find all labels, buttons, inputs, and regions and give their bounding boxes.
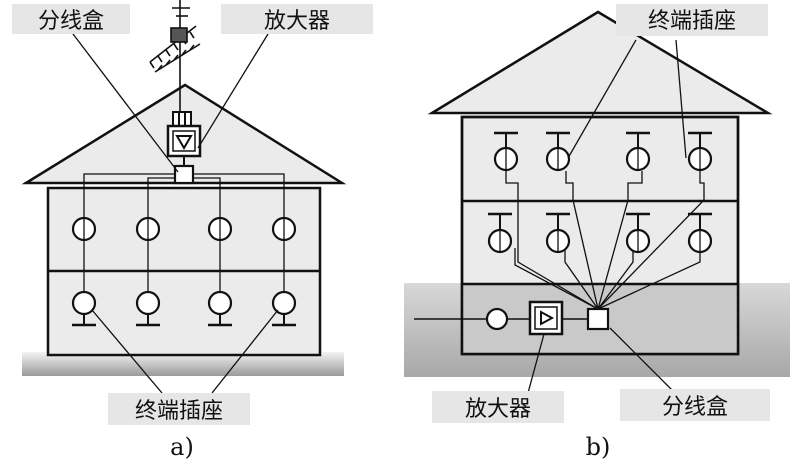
outlet-a-lower-2 xyxy=(135,290,161,327)
outlet-b-middle-4 xyxy=(687,212,713,254)
caption-b: b) xyxy=(586,433,611,461)
leader-outlet-b-1 xyxy=(567,39,637,159)
antenna-icon xyxy=(149,0,201,112)
outlet-b-middle-3 xyxy=(625,212,651,254)
leader-outlet-b-2 xyxy=(675,39,687,159)
input-connector-b xyxy=(485,307,509,331)
splitter-b xyxy=(586,307,610,331)
label-amplifier-b: 放大器 xyxy=(465,397,531,422)
label-bg-amplifier-b xyxy=(432,391,564,423)
outlet-a-upper-1 xyxy=(71,216,97,242)
splitter-a xyxy=(173,164,195,185)
outlet-b-middle-1 xyxy=(487,212,513,254)
roof-b xyxy=(427,10,773,115)
outlet-b-middle-2 xyxy=(545,212,571,254)
antenna-connector xyxy=(172,111,192,127)
leader-amplifier-b xyxy=(527,333,545,394)
leader-splitter-a xyxy=(69,29,179,173)
outlet-b-upper-2 xyxy=(545,131,571,172)
label-bg-amplifier-a xyxy=(221,4,373,34)
label-outlets-b: 终端插座 xyxy=(648,9,736,34)
leader-amplifier-a xyxy=(197,33,269,149)
outlet-b-upper-3 xyxy=(625,131,651,172)
outlet-a-lower-3 xyxy=(207,290,233,327)
outlet-b-upper-4 xyxy=(687,131,713,172)
diagram-a xyxy=(21,0,347,394)
label-splitter-b: 分线盒 xyxy=(662,395,728,420)
diagram-b xyxy=(404,10,790,394)
outlet-a-lower-1 xyxy=(71,290,97,327)
label-bg-splitter-b xyxy=(620,389,770,421)
label-amplifier-a: 放大器 xyxy=(264,9,330,34)
outlet-a-lower-4 xyxy=(271,290,297,327)
outlet-a-upper-2 xyxy=(135,216,161,242)
caption-a: a) xyxy=(170,433,194,461)
outlet-b-upper-1 xyxy=(493,131,519,172)
leader-splitter-b xyxy=(609,327,673,391)
label-splitter-a: 分线盒 xyxy=(38,9,104,34)
leader-outlet-a-2 xyxy=(211,309,279,394)
outlet-a-upper-4 xyxy=(271,216,297,242)
label-outlets-a: 终端插座 xyxy=(135,399,223,424)
leader-outlet-a-1 xyxy=(91,309,163,394)
outlet-a-upper-3 xyxy=(207,216,233,242)
label-bg-outlets-a xyxy=(108,393,250,425)
amplifier-triangle-icon xyxy=(175,135,193,150)
label-bg-splitter-a xyxy=(12,4,130,34)
label-bg-outlets-b xyxy=(616,4,768,36)
amplifier-triangle-icon-b xyxy=(540,310,555,326)
